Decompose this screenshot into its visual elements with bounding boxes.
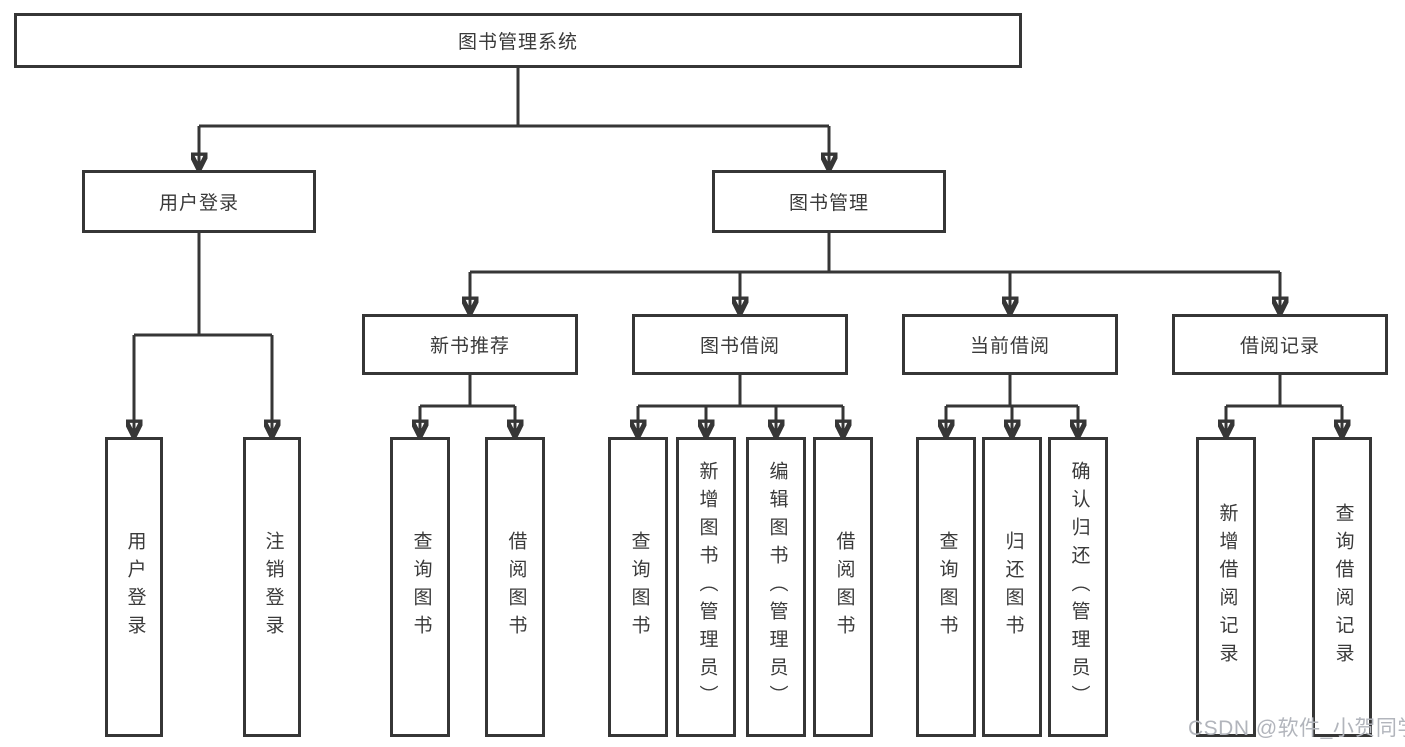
connector-root-to-level2	[199, 68, 829, 165]
node-book-management: 图书管理	[712, 170, 946, 233]
node-label: 新增借阅记录	[1216, 503, 1238, 671]
node-label: 借阅图书	[505, 531, 527, 643]
connector-book-mgmt-children	[470, 233, 1280, 309]
leaf-edit-book-admin: 编辑图书（管理员）	[746, 437, 806, 737]
node-label: 图书管理系统	[457, 32, 578, 53]
leaf-borrow-books-recommend: 借阅图书	[485, 437, 545, 737]
node-book-borrowing: 图书借阅	[632, 314, 848, 375]
node-label: 查询图书	[628, 531, 650, 643]
leaf-query-books-recommend: 查询图书	[390, 437, 450, 737]
connector-current-borrow-children	[946, 375, 1078, 432]
connector-borrow-records-children	[1226, 375, 1342, 432]
connector-new-book-children	[420, 375, 515, 432]
node-borrow-records: 借阅记录	[1172, 314, 1388, 375]
connector-book-borrow-children	[638, 375, 843, 432]
node-root: 图书管理系统	[14, 13, 1022, 68]
node-label: 借阅记录	[1239, 336, 1320, 357]
node-label: 编辑图书（管理员）	[766, 461, 788, 713]
node-label: 查询图书	[936, 531, 958, 643]
node-label: 新增图书（管理员）	[696, 461, 718, 713]
leaf-borrow-books: 借阅图书	[813, 437, 873, 737]
node-label: 用户登录	[158, 193, 239, 214]
leaf-query-borrow-record: 查询借阅记录	[1312, 437, 1372, 737]
node-label: 归还图书	[1002, 531, 1024, 643]
node-label: 当前借阅	[969, 336, 1050, 357]
node-label: 查询图书	[410, 531, 432, 643]
leaf-logout: 注销登录	[243, 437, 301, 737]
node-label: 借阅图书	[833, 531, 855, 643]
node-label: 注销登录	[262, 531, 284, 643]
node-label: 确认归还（管理员）	[1068, 461, 1090, 713]
node-current-borrowing: 当前借阅	[902, 314, 1118, 375]
leaf-return-book: 归还图书	[982, 437, 1042, 737]
node-label: 查询借阅记录	[1332, 503, 1354, 671]
connector-user-login-children	[134, 233, 272, 432]
node-label: 新书推荐	[429, 336, 510, 357]
leaf-query-books-current: 查询图书	[916, 437, 976, 737]
leaf-confirm-return-admin: 确认归还（管理员）	[1048, 437, 1108, 737]
node-label: 图书借阅	[699, 336, 780, 357]
csdn-watermark: CSDN @软件_小贺同学	[1188, 717, 1405, 740]
leaf-add-borrow-record: 新增借阅记录	[1196, 437, 1256, 737]
node-label: 图书管理	[788, 193, 869, 214]
leaf-add-book-admin: 新增图书（管理员）	[676, 437, 736, 737]
leaf-user-login: 用户登录	[105, 437, 163, 737]
node-user-login: 用户登录	[82, 170, 316, 233]
leaf-query-books-borrow: 查询图书	[608, 437, 668, 737]
node-label: 用户登录	[124, 531, 146, 643]
node-new-book-recommend: 新书推荐	[362, 314, 578, 375]
